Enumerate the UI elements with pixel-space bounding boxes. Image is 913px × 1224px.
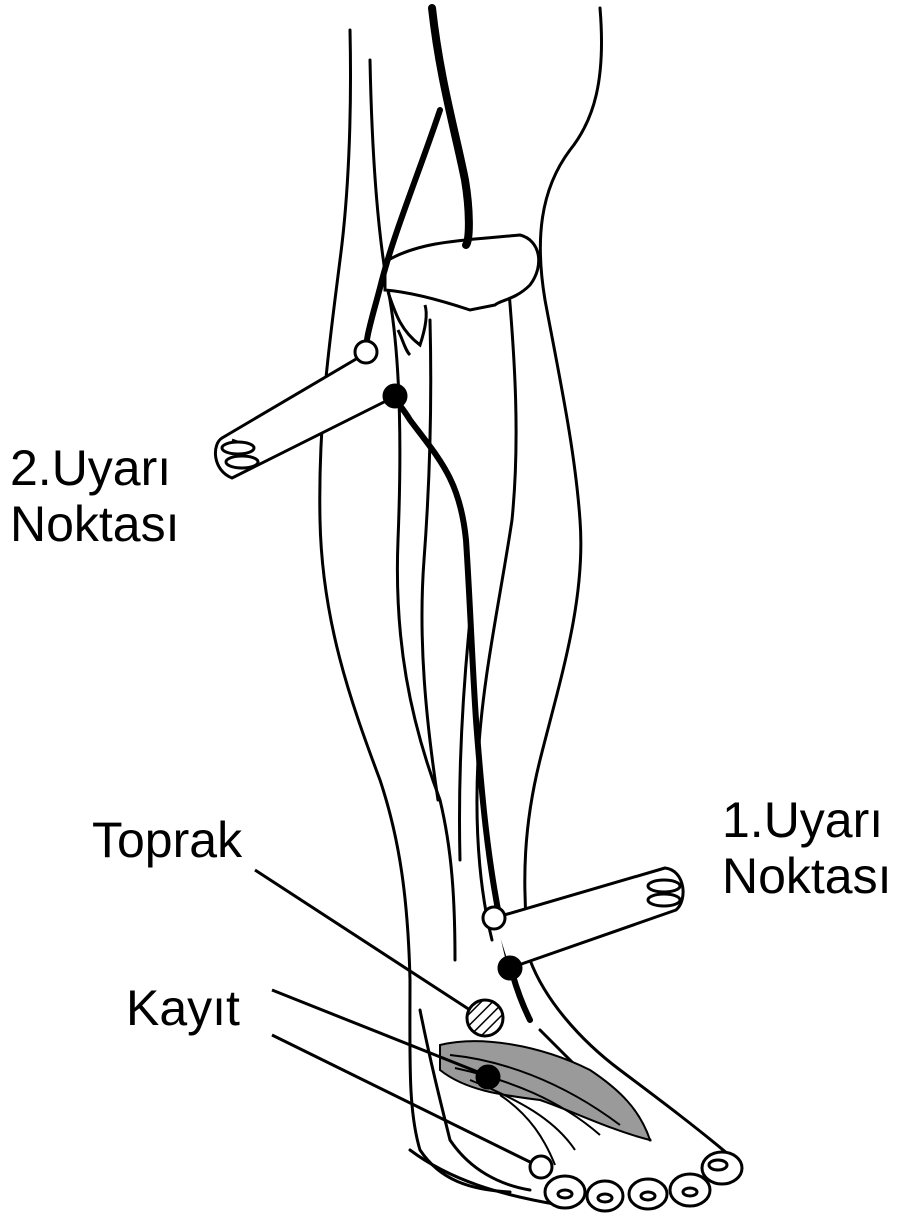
knee <box>385 235 539 355</box>
stimulation-point-2-label: 2.Uyarı Noktası <box>10 440 180 552</box>
toe-1 <box>545 1176 585 1208</box>
stimulation-point-1-label-line-2: Noktası <box>722 848 892 904</box>
probe-1-prong-1 <box>648 880 680 892</box>
probe-2-prong-2 <box>226 456 258 468</box>
stimulation-point-1-label-line-1: 1.Uyarı <box>722 792 892 848</box>
recording-label: Kayıt <box>126 980 240 1036</box>
stimulator-probe-1 <box>483 868 683 979</box>
cathode-1 <box>499 957 521 979</box>
toe-4 <box>670 1174 710 1206</box>
probe-2-prong-1 <box>222 442 254 454</box>
probe-1-prong-2 <box>648 894 680 906</box>
muscle-extensor-digitorum-brevis <box>440 1041 650 1165</box>
recording-active-electrode <box>477 1066 499 1088</box>
ground-hatched-circle <box>467 1000 503 1036</box>
recording-reference-electrode <box>530 1156 552 1178</box>
stimulator-probe-2 <box>215 341 406 478</box>
anode-1 <box>483 907 505 929</box>
ground-label: Toprak <box>92 812 242 868</box>
stimulation-point-1-label: 1.Uyarı Noktası <box>722 792 892 904</box>
ground-electrode <box>255 870 503 1036</box>
toe-3 <box>629 1179 667 1209</box>
stimulation-point-2-label-line-1: 2.Uyarı <box>10 440 180 496</box>
toe-2 <box>587 1181 623 1211</box>
anode-2 <box>355 341 377 363</box>
stimulation-point-2-label-line-2: Noktası <box>10 496 180 552</box>
peroneal-nerve <box>366 8 530 1020</box>
toes <box>545 1152 742 1211</box>
cathode-2 <box>384 385 406 407</box>
